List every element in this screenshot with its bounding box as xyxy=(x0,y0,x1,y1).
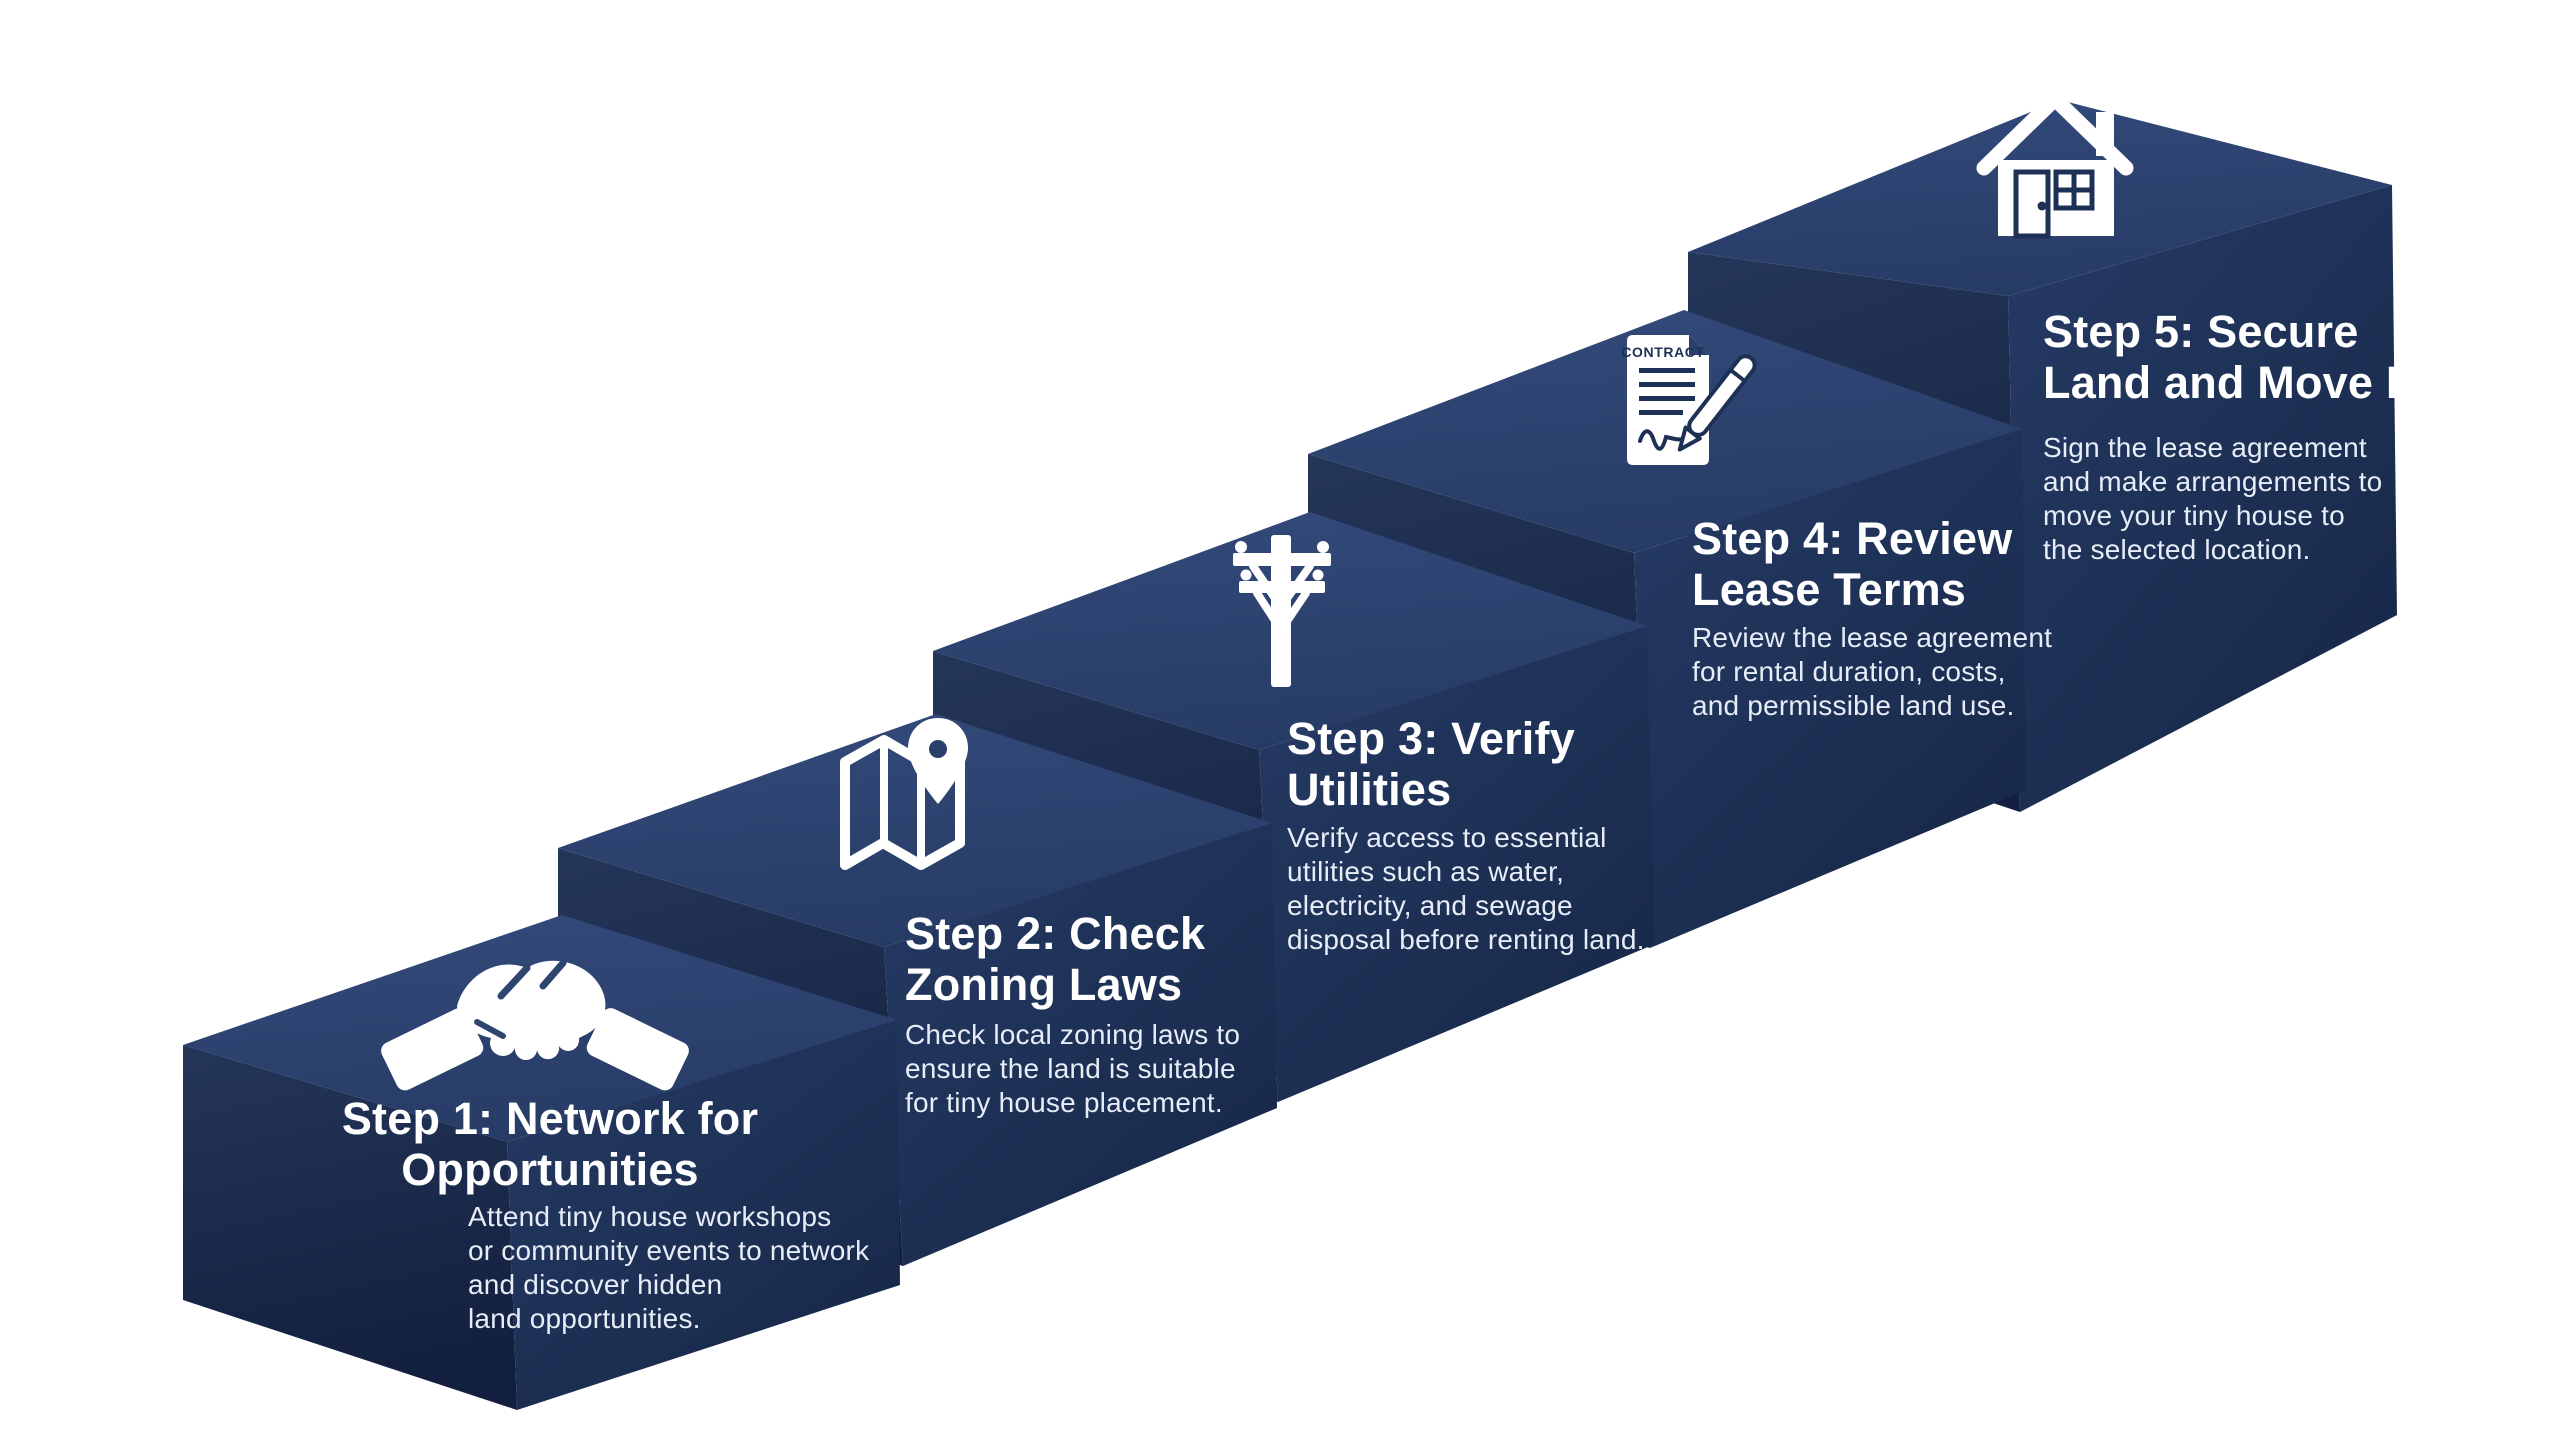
step-2-front-face xyxy=(884,823,1277,1266)
pen-glyph xyxy=(1677,354,1757,452)
house-icon xyxy=(1976,91,2134,239)
step-2-description: Check local zoning laws to ensure the la… xyxy=(905,1019,1241,1118)
step-4-front-face xyxy=(1634,429,2026,948)
contract-icon: CONTRACT xyxy=(1621,335,1757,465)
step-1-description: Attend tiny house workshops or community… xyxy=(468,1201,870,1334)
step-3-front-face xyxy=(1259,626,1655,1102)
contract-icon-label: CONTRACT xyxy=(1621,344,1704,360)
step-5-front-face xyxy=(2008,185,2397,812)
step-3-title: Step 3: Verify Utilities xyxy=(1287,713,1575,816)
step-1-title: Step 1: Network for Opportunities xyxy=(341,1093,759,1196)
step-3-description: Verify access to essential utilities suc… xyxy=(1287,822,1645,955)
utility-pole-icon xyxy=(1233,535,1331,687)
handshake-icon xyxy=(381,959,689,1091)
step-1-left-face xyxy=(183,1045,517,1410)
step-4-description: Review the lease agreement for rental du… xyxy=(1692,622,2053,721)
step-2-top-face xyxy=(558,714,1272,947)
step-5-description: Sign the lease agreement and make arrang… xyxy=(2043,432,2383,565)
step-5-title: Step 5: Secure Land and Move In xyxy=(2043,306,2427,409)
step-4-title: Step 4: Review Lease Terms xyxy=(1692,513,2013,616)
step-1-block xyxy=(183,915,900,1410)
step-2-title: Step 2: Check Zoning Laws xyxy=(905,908,1206,1011)
map-pin-icon xyxy=(840,718,968,870)
step-1-front-face xyxy=(507,1020,900,1410)
